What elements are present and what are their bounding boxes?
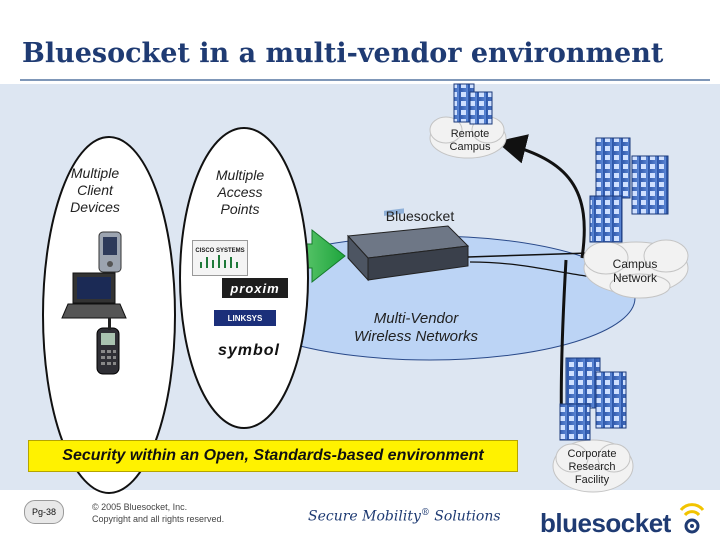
campus-network-cloud [583,239,689,299]
cellphone-icon [96,318,120,375]
page-number: Pg-38 [24,500,64,524]
proxim-logo: proxim [222,278,288,298]
title-divider [20,79,710,81]
bluesocket-logo: bluesocket [540,494,710,538]
security-banner: Security within an Open, Standards-based… [28,440,518,472]
symbol-logo: symbol [217,342,280,359]
corporate-research-building-icon [559,357,627,441]
laptop-icon [61,272,127,319]
remote-campus-building-icon [453,83,493,125]
tagline: Secure Mobility® Solutions [308,508,501,525]
campus-to-remote-link [496,134,586,259]
linksys-logo: LINKSYS [214,310,276,326]
corporate-research-cloud [552,439,634,493]
gateway-device-icon [346,208,470,282]
logo-wordmark: bluesocket [540,508,671,538]
copyright-text: © 2005 Bluesocket, Inc. Copyright and al… [92,502,225,525]
gateway-label: Bluesocket [385,208,455,224]
pda-icon [98,231,122,273]
remote-campus-cloud [429,116,507,159]
cisco-logo: CISCO SYSTEMS [192,240,248,276]
campus-building-icon [589,137,669,243]
page-title: Bluesocket in a multi-vendor environment [22,38,664,69]
wireless-signal-icon [679,503,705,534]
